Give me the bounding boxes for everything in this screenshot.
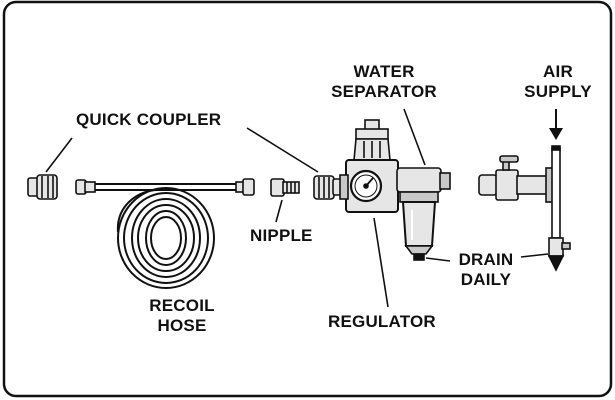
label-air-supply-line2: SUPPLY: [524, 82, 592, 101]
label-recoil-hose-line2: HOSE: [157, 316, 207, 335]
label-water-separator: WATER SEPARATOR: [324, 62, 444, 102]
label-drain-daily: DRAIN DAILY: [446, 250, 526, 290]
label-air-supply: AIR SUPPLY: [516, 62, 600, 102]
left-quick-coupler: [27, 174, 58, 200]
water-separator: [396, 167, 451, 261]
leader-lines: [45, 108, 557, 308]
label-water-separator-line1: WATER: [353, 62, 415, 81]
regulator: [339, 119, 399, 213]
label-drain-daily-line2: DAILY: [460, 270, 512, 289]
label-air-supply-line1: AIR: [543, 62, 573, 81]
right-quick-coupler: [313, 175, 344, 200]
nipple-fitting: [270, 178, 300, 197]
label-recoil-hose-line1: RECOIL: [149, 296, 215, 315]
air-supply-pipe: [478, 145, 571, 272]
label-regulator: REGULATOR: [328, 312, 436, 331]
recoil-hose: [75, 178, 255, 289]
drain-valve-icon: [413, 253, 425, 261]
label-drain-daily-line1: DRAIN: [458, 250, 514, 269]
label-water-separator-line2: SEPARATOR: [331, 82, 437, 101]
label-quick-coupler: QUICK COUPLER: [76, 110, 222, 129]
label-nipple: NIPPLE: [250, 226, 313, 245]
label-recoil-hose: RECOIL HOSE: [142, 296, 222, 336]
air-supply-arrow-icon: [549, 128, 563, 140]
